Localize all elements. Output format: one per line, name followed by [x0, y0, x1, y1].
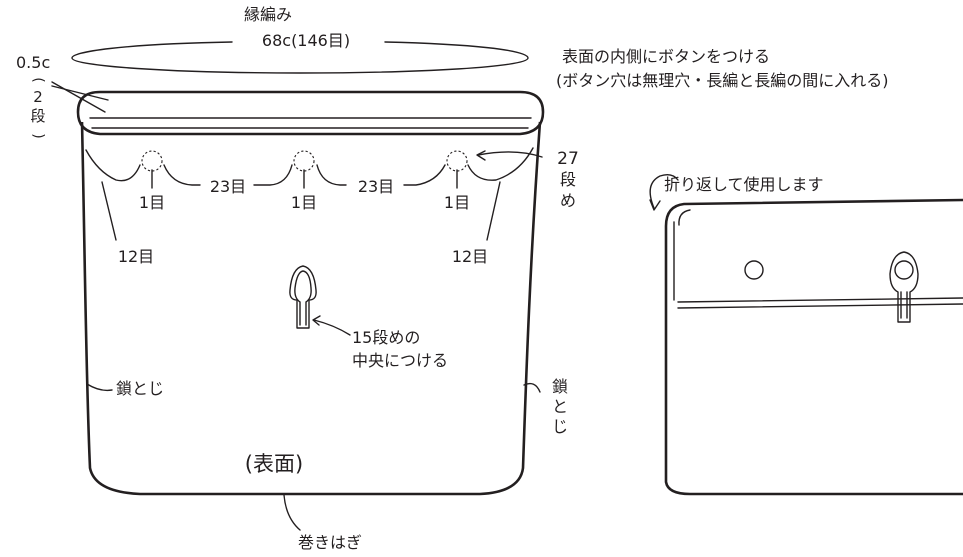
edge-stitch-label-right: 12目	[452, 247, 488, 266]
button-loop	[289, 265, 317, 329]
row-marker-num: 27	[557, 149, 579, 169]
bag-front	[76, 90, 545, 496]
edging-ellipse	[71, 41, 529, 74]
fold-arrow-head	[649, 199, 661, 211]
edge-leader-right	[486, 181, 501, 241]
seam-right-char2: と	[552, 397, 568, 416]
edge-leader-left	[101, 181, 117, 241]
bag-folded	[664, 198, 963, 496]
loop-leader-arrow	[312, 315, 321, 326]
button-dashed-1	[141, 150, 163, 189]
button-stitch-label-1: 1目	[139, 193, 165, 212]
note-line1: 表面の内側にボタンをつける	[562, 47, 770, 66]
seam-right-char1: 鎖	[552, 377, 568, 396]
loop-note-line2: 中央につける	[352, 351, 448, 370]
row-marker-arrow	[476, 150, 486, 161]
row-marker-unit: 段	[560, 170, 576, 189]
edge-rows-num: 2	[33, 88, 43, 106]
edge-depth-leaders	[51, 81, 109, 113]
row-marker-leader	[477, 151, 543, 158]
seam-right-leader	[523, 382, 541, 393]
folded-loop	[889, 251, 919, 323]
button-stitch-label-2: 1目	[291, 193, 317, 212]
gap-stitch-label-1: 23目	[210, 177, 246, 196]
bottom-leader	[283, 494, 301, 531]
note-line2: (ボタン穴は無理穴・長編と長編の間に入れる)	[556, 71, 889, 90]
edge-paren-close: )	[30, 133, 46, 138]
front-label: (表面)	[245, 452, 303, 476]
gap-stitch-label-2: 23目	[358, 177, 394, 196]
edging-size: 68c(146目)	[262, 31, 350, 50]
folded-button	[744, 260, 764, 280]
seam-left-leader	[86, 383, 113, 392]
edge-rows-unit: 段	[30, 107, 45, 125]
button-dashed-3	[446, 150, 468, 189]
seam-right-char3: じ	[552, 417, 568, 436]
button-stitch-label-3: 1目	[444, 193, 470, 212]
edge-stitch-label-left: 12目	[118, 247, 154, 266]
button-dashed-2	[293, 150, 315, 189]
fold-arrow	[649, 173, 679, 209]
loop-leader	[313, 319, 351, 336]
fold-note: 折り返して使用します	[664, 175, 824, 194]
edge-width-label: 0.5c	[16, 53, 50, 72]
edging-title: 縁編み	[244, 5, 292, 24]
loop-note-line1: 15段めの	[352, 328, 420, 347]
row-marker-suffix: め	[560, 191, 576, 210]
bottom-label: 巻きはぎ	[298, 533, 362, 552]
button-spacing-line	[85, 147, 534, 186]
edge-paren-open: (	[30, 77, 46, 82]
seam-left-label: 鎖とじ	[116, 379, 164, 398]
